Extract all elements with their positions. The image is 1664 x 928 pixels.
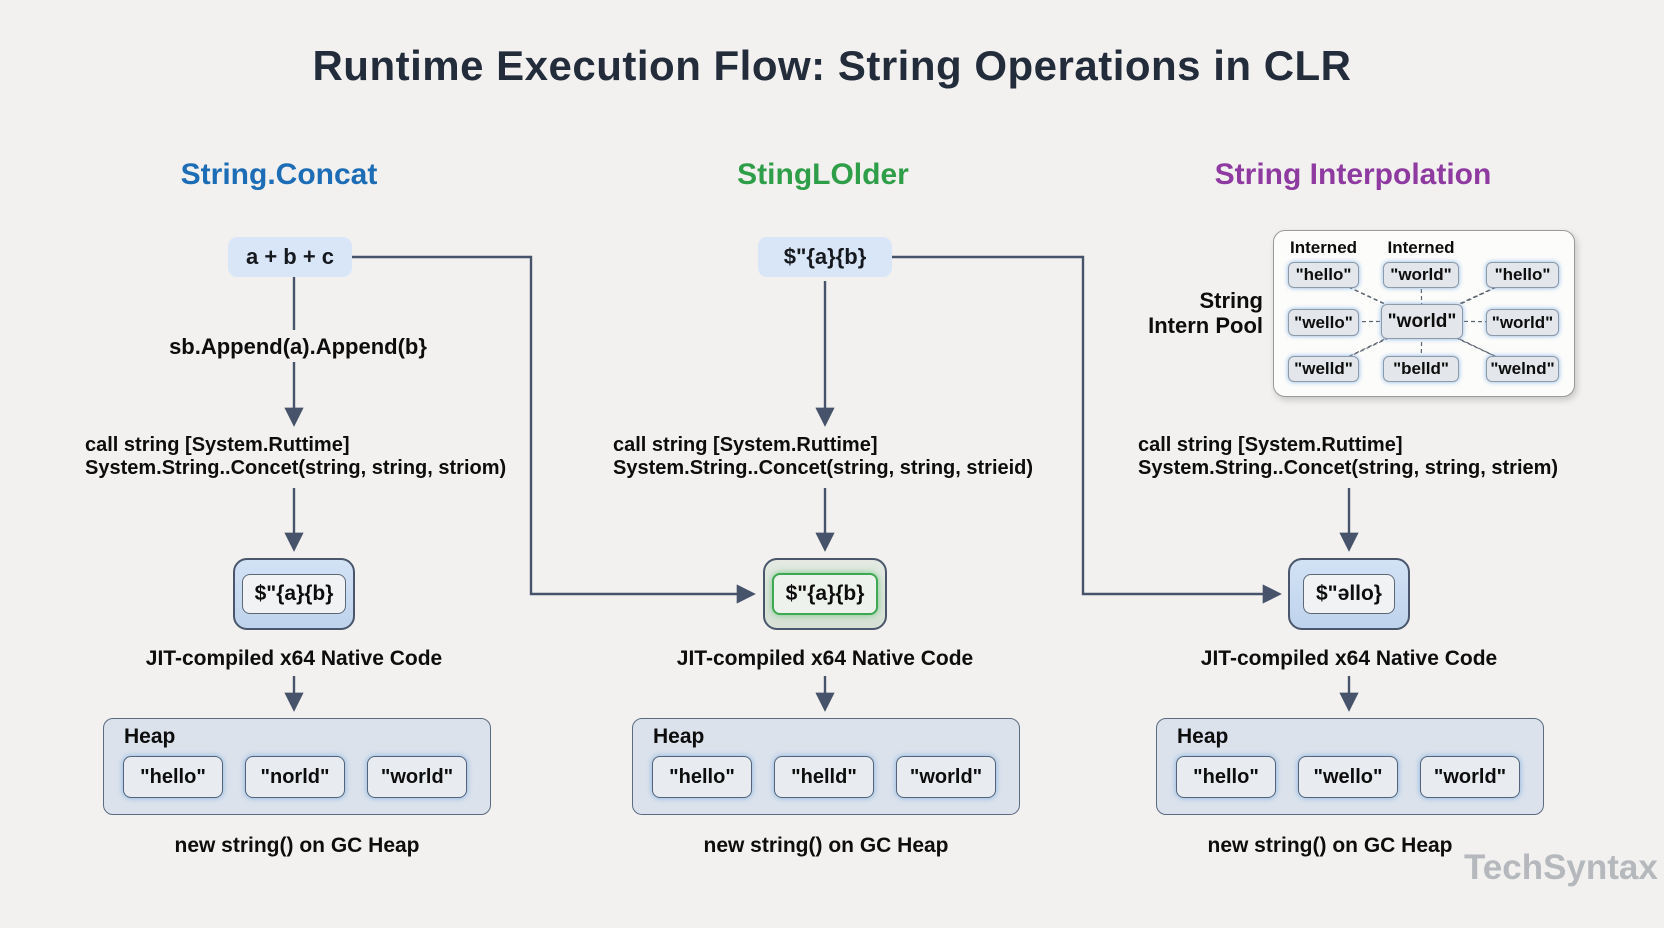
- builder-gc-caption: new string() on GC Heap: [703, 834, 949, 857]
- interp-il-call-line1: call string [System.Ruttime]: [1138, 434, 1403, 456]
- watermark: TechSyntax: [1464, 848, 1658, 887]
- builder-il-call-line1: call string [System.Ruttime]: [613, 434, 878, 456]
- string-intern-pool-label-line1: String: [1199, 288, 1263, 313]
- pool-string-cell: "world": [1486, 309, 1559, 336]
- column-header-string-concat: String.Concat: [180, 158, 378, 191]
- interp-heap-label: Heap: [1177, 725, 1229, 748]
- builder-source-expression-box: $"{a}{b}: [758, 237, 892, 277]
- heap-string-cell: "world": [896, 756, 996, 798]
- concat-il-call-text: call string [System.Ruttime] System.Stri…: [85, 434, 506, 480]
- page-title: Runtime Execution Flow: String Operation…: [312, 42, 1352, 89]
- interp-il-call-text: call string [System.Ruttime] System.Stri…: [1138, 434, 1558, 480]
- pool-string-cell: "wello": [1288, 309, 1359, 336]
- heap-string-cell: "hello": [652, 756, 752, 798]
- interp-jit-box: $"ǝllo}: [1288, 558, 1410, 630]
- concat-jit-box: $"{a}{b}: [233, 558, 355, 630]
- builder-jit-label: JIT-compiled x64 Native Code: [676, 647, 974, 670]
- string-intern-pool-label: String Intern Pool: [1020, 288, 1263, 338]
- interp-jit-box-text: $"ǝllo}: [1303, 574, 1395, 614]
- concat-heap-label: Heap: [124, 725, 176, 748]
- builder-il-call-text: call string [System.Ruttime] System.Stri…: [613, 434, 1033, 480]
- column-header-string-interpolation: String Interpolation: [1214, 158, 1492, 191]
- pool-string-cell: "world": [1381, 304, 1463, 339]
- builder-il-call-line2: System.String..Concet(string, string, st…: [613, 457, 1034, 479]
- builder-heap-label: Heap: [653, 725, 705, 748]
- concat-gc-caption: new string() on GC Heap: [174, 834, 420, 857]
- interned-column-header: Interned: [1289, 238, 1358, 257]
- concat-il-call-line2: System.String..Concet(string, string, st…: [85, 457, 507, 479]
- heap-string-cell: "world": [367, 756, 467, 798]
- heap-string-cell: "hello": [1176, 756, 1276, 798]
- interp-heap-cells: "hello" "wello" "world": [1176, 756, 1520, 798]
- pool-string-cell: "welnd": [1486, 356, 1559, 382]
- pool-string-cell: "hello": [1486, 262, 1559, 288]
- interp-jit-label: JIT-compiled x64 Native Code: [1200, 647, 1498, 670]
- heap-string-cell: "world": [1420, 756, 1520, 798]
- pool-string-cell: "world": [1383, 262, 1459, 288]
- builder-heap-box: Heap "hello" "helld" "world": [632, 718, 1020, 815]
- concat-jit-label: JIT-compiled x64 Native Code: [145, 647, 443, 670]
- concat-source-expression-box: a + b + c: [228, 237, 352, 277]
- string-intern-pool-panel: Interned Interned "hello" "world" "hello…: [1273, 230, 1575, 397]
- interned-column-header: Interned: [1387, 238, 1455, 257]
- pool-string-cell: "belld": [1383, 356, 1459, 382]
- builder-jit-box: $"{a}{b}: [763, 558, 887, 630]
- heap-string-cell: "hello": [123, 756, 223, 798]
- pool-string-cell: "hello": [1288, 262, 1359, 288]
- builder-heap-cells: "hello" "helld" "world": [652, 756, 996, 798]
- concat-heap-box: Heap "hello" "norld" "world": [103, 718, 491, 815]
- concat-heap-cells: "hello" "norld" "world": [123, 756, 467, 798]
- builder-jit-box-text: $"{a}{b}: [771, 573, 879, 615]
- interp-il-call-line2: System.String..Concet(string, string, st…: [1138, 457, 1559, 479]
- interp-heap-box: Heap "hello" "wello" "world": [1156, 718, 1544, 815]
- heap-string-cell: "wello": [1298, 756, 1398, 798]
- concat-jit-box-text: $"{a}{b}: [241, 574, 347, 614]
- column-header-stringbuilder: StingLOlder: [737, 158, 909, 191]
- pool-string-cell: "welld": [1288, 356, 1359, 382]
- concat-il-call-line1: call string [System.Ruttime]: [85, 434, 350, 456]
- string-intern-pool-label-line2: Intern Pool: [1148, 313, 1263, 338]
- heap-string-cell: "helld": [774, 756, 874, 798]
- concat-append-step-text: sb.Append(a).Append(b}: [169, 334, 427, 359]
- heap-string-cell: "norld": [245, 756, 345, 798]
- interp-gc-caption: new string() on GC Heap: [1207, 834, 1453, 857]
